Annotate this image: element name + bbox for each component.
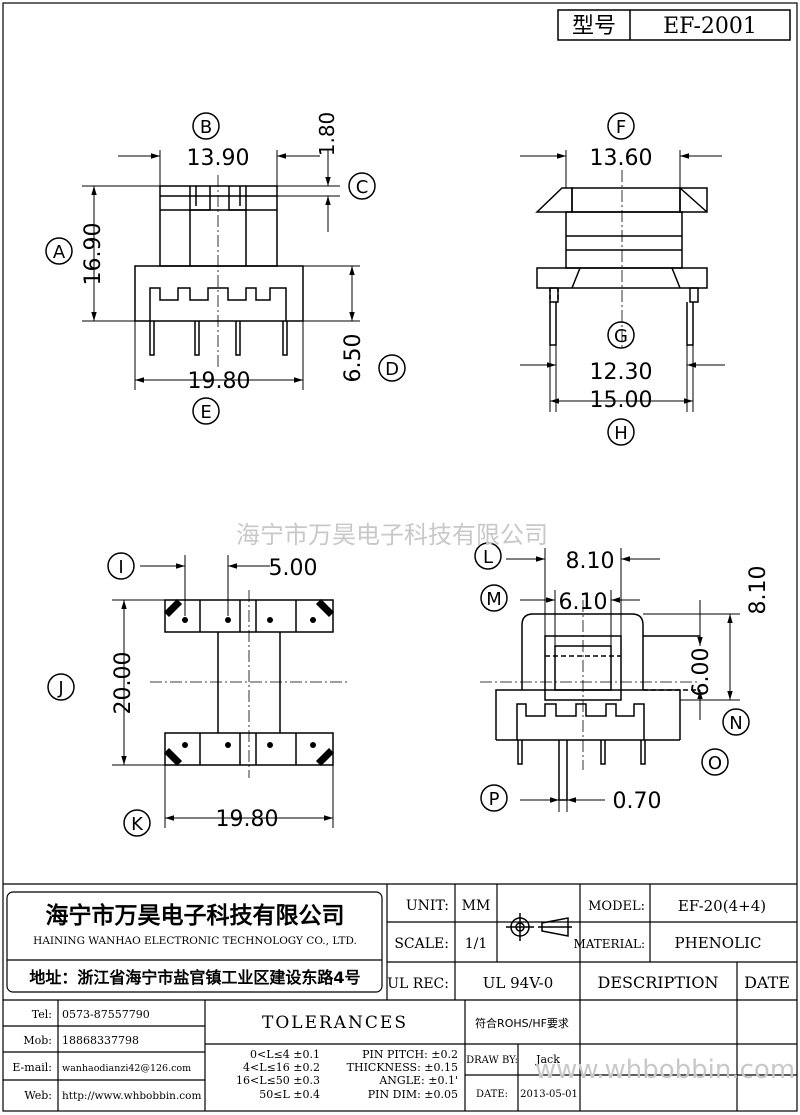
header-model: EF-2001 bbox=[663, 14, 757, 39]
watermark-bottom: www.whbobbin.com bbox=[535, 1055, 795, 1085]
marker-o: O bbox=[708, 753, 722, 774]
draw-by-label: DRAW BY: bbox=[466, 1055, 518, 1066]
bottom-view bbox=[150, 590, 350, 778]
marker-i: I bbox=[118, 557, 123, 578]
marker-letters: B A C D E F G H I J K L M N O P bbox=[53, 117, 743, 835]
material-value: PHENOLIC bbox=[675, 934, 762, 952]
tolerance-spec-3: ANGLE: ±0.1' bbox=[378, 1074, 458, 1087]
right-view bbox=[480, 600, 700, 801]
date-value: 2013-05-01 bbox=[520, 1089, 578, 1100]
company-address: 地址：浙江省海宁市盐官镇工业区建设东路4号 bbox=[29, 968, 360, 987]
dim-front-height: 16.90 bbox=[81, 223, 106, 286]
description-header: DESCRIPTION bbox=[598, 973, 719, 992]
marker-k: K bbox=[131, 814, 144, 835]
tel-value: 0573-87557790 bbox=[62, 1008, 150, 1021]
date-label: DATE: bbox=[476, 1089, 508, 1100]
date-header: DATE bbox=[744, 973, 790, 992]
side-view bbox=[535, 170, 708, 350]
marker-p: P bbox=[489, 789, 500, 810]
dim-right-width2: 6.10 bbox=[559, 590, 608, 615]
right-view-dims bbox=[506, 548, 740, 812]
mob-value: 18868337798 bbox=[62, 1034, 139, 1047]
title-block-lines bbox=[3, 883, 797, 1111]
marker-f: F bbox=[616, 117, 626, 138]
side-view-dims bbox=[520, 150, 725, 412]
dim-right-width1: 8.10 bbox=[566, 549, 615, 574]
ul-label: UL REC: bbox=[387, 976, 449, 992]
projection-symbol-icon bbox=[506, 913, 572, 941]
dim-bottom-pitch: 5.00 bbox=[269, 556, 318, 581]
scale-value: 1/1 bbox=[465, 936, 488, 952]
company-name-en: HAINING WANHAO ELECTRONIC TECHNOLOGY CO.… bbox=[33, 935, 357, 947]
model-header-box: 型号 EF-2001 bbox=[557, 9, 791, 41]
tolerances-title: TOLERANCES bbox=[262, 1013, 408, 1033]
tolerance-range-2: 4<L≤16 ±0.2 bbox=[243, 1061, 320, 1074]
unit-value: MM bbox=[462, 898, 491, 914]
mob-label: Mob: bbox=[23, 1034, 52, 1047]
dim-front-width-top: 13.90 bbox=[187, 146, 250, 171]
watermark-center: 海宁市万昊电子科技有限公司 bbox=[236, 521, 548, 549]
ul-value: UL 94V-0 bbox=[483, 974, 554, 992]
unit-label: UNIT: bbox=[406, 898, 449, 914]
dim-front-pin-length: 6.50 bbox=[341, 334, 366, 383]
header-label: 型号 bbox=[572, 14, 616, 39]
bottom-view-pins bbox=[182, 617, 316, 748]
company-name-cn: 海宁市万昊电子科技有限公司 bbox=[46, 902, 345, 929]
dim-side-outer: 15.00 bbox=[590, 388, 653, 413]
front-view-dims bbox=[82, 150, 360, 390]
tolerance-spec-2: THICKNESS: ±0.15 bbox=[347, 1061, 458, 1074]
tolerance-range-3: 16<L≤50 ±0.3 bbox=[236, 1074, 320, 1087]
marker-a: A bbox=[53, 242, 66, 263]
dim-side-inner: 12.30 bbox=[590, 360, 653, 385]
dim-front-gap: 1.80 bbox=[315, 112, 339, 157]
web-value: http://www.whbobbin.com bbox=[62, 1090, 201, 1102]
marker-c: C bbox=[356, 177, 369, 198]
marker-h: H bbox=[614, 423, 628, 444]
dim-right-height2: 6.00 bbox=[689, 648, 714, 697]
web-label: Web: bbox=[24, 1089, 52, 1102]
marker-g: G bbox=[614, 326, 628, 347]
bottom-view-dims bbox=[112, 555, 334, 828]
tolerance-range-1: 0<L≤4 ±0.1 bbox=[250, 1048, 320, 1061]
front-view bbox=[134, 175, 304, 370]
dim-bottom-width: 19.80 bbox=[216, 807, 279, 832]
marker-l: L bbox=[483, 547, 493, 568]
tolerance-spec-1: PIN PITCH: ±0.2 bbox=[362, 1048, 458, 1061]
tolerance-range-4: 50≤L ±0.4 bbox=[259, 1088, 320, 1101]
email-value: wanhaodianzi42@126.com bbox=[62, 1063, 191, 1074]
marker-e: E bbox=[200, 402, 211, 423]
material-label: MATERIAL: bbox=[573, 937, 645, 951]
dim-bottom-height: 20.00 bbox=[111, 652, 136, 715]
rohs-note: 符合ROHS/HF要求 bbox=[475, 1016, 569, 1030]
dim-right-height1: 8.10 bbox=[746, 566, 771, 615]
marker-circles bbox=[45, 112, 750, 837]
model-value: EF-20(4+4) bbox=[678, 897, 766, 915]
tel-label: Tel: bbox=[32, 1008, 52, 1021]
draw-by-value: Jack bbox=[535, 1053, 560, 1066]
email-label: E-mail: bbox=[12, 1061, 52, 1074]
marker-b: B bbox=[200, 117, 212, 138]
marker-n: N bbox=[729, 713, 742, 734]
dim-front-width-bottom: 19.80 bbox=[188, 369, 251, 394]
dim-side-width-top: 13.60 bbox=[590, 146, 653, 171]
scale-label: SCALE: bbox=[394, 936, 449, 952]
tolerance-spec-4: PIN DIM: ±0.05 bbox=[368, 1088, 458, 1101]
marker-j: J bbox=[57, 678, 63, 699]
marker-d: D bbox=[385, 359, 399, 380]
dim-right-pin-width: 0.70 bbox=[613, 789, 662, 814]
marker-m: M bbox=[486, 589, 502, 610]
model-label: MODEL: bbox=[588, 899, 645, 914]
